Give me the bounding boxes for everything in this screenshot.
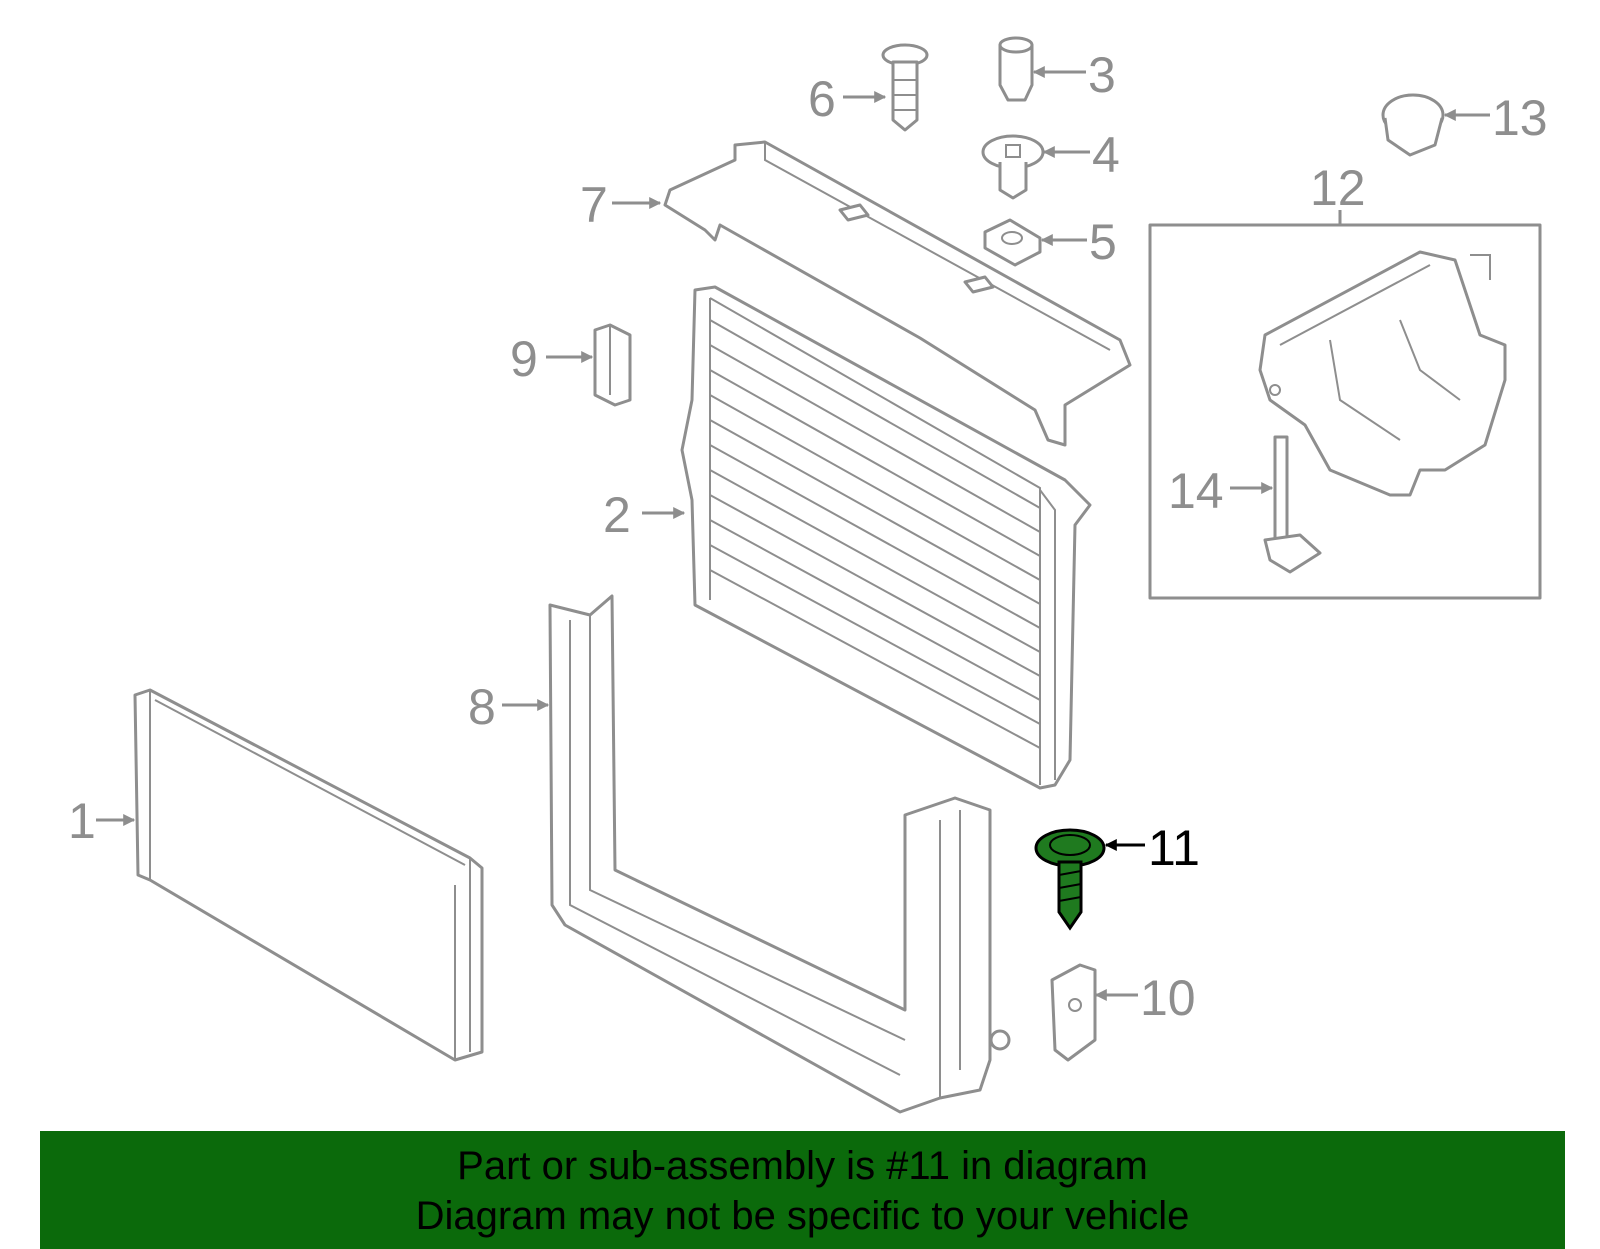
leader-arrows [96, 66, 1490, 1001]
part-13-cap[interactable] [1381, 93, 1445, 157]
callout-8: 8 [468, 679, 496, 735]
part-3-clip[interactable] [998, 36, 1034, 102]
part-8-shroud-frame[interactable] [548, 594, 1011, 1114]
callout-12: 12 [1310, 160, 1366, 216]
part-4-grommet[interactable] [981, 134, 1045, 200]
part-11-screw-highlighted[interactable] [1034, 828, 1106, 931]
callout-6: 6 [808, 71, 836, 127]
part-10-bracket[interactable] [1050, 963, 1097, 1062]
part-14-level-sensor[interactable] [1263, 435, 1322, 574]
callout-4: 4 [1092, 127, 1120, 183]
radiator-fins [709, 319, 1041, 749]
exploded-parts-diagram: 1 2 3 4 5 6 7 8 9 10 11 12 13 14 [68, 36, 1548, 1114]
callout-10: 10 [1140, 970, 1196, 1026]
banner-line-2: Diagram may not be specific to your vehi… [415, 1194, 1190, 1238]
callout-1: 1 [68, 793, 96, 849]
callout-2: 2 [603, 487, 631, 543]
part-2-radiator[interactable] [680, 285, 1092, 790]
part-6-push-pin[interactable] [881, 43, 929, 132]
callout-14: 14 [1168, 463, 1224, 519]
part-5-pad[interactable] [983, 218, 1042, 267]
callout-9: 9 [510, 331, 538, 387]
callout-3: 3 [1088, 47, 1116, 103]
callout-11: 11 [1148, 820, 1200, 876]
callout-5: 5 [1089, 214, 1117, 270]
banner-line-1: Part or sub-assembly is #11 in diagram [457, 1144, 1148, 1188]
part-info-banner: Part or sub-assembly is #11 in diagram D… [40, 1131, 1565, 1249]
part-7-upper-bracket[interactable] [663, 140, 1132, 447]
part-9-clip[interactable] [593, 323, 632, 407]
part-1-condenser[interactable] [133, 688, 484, 1062]
part-12-expansion-tank[interactable] [1258, 250, 1507, 497]
callout-13: 13 [1492, 90, 1548, 146]
callout-7: 7 [580, 177, 608, 233]
